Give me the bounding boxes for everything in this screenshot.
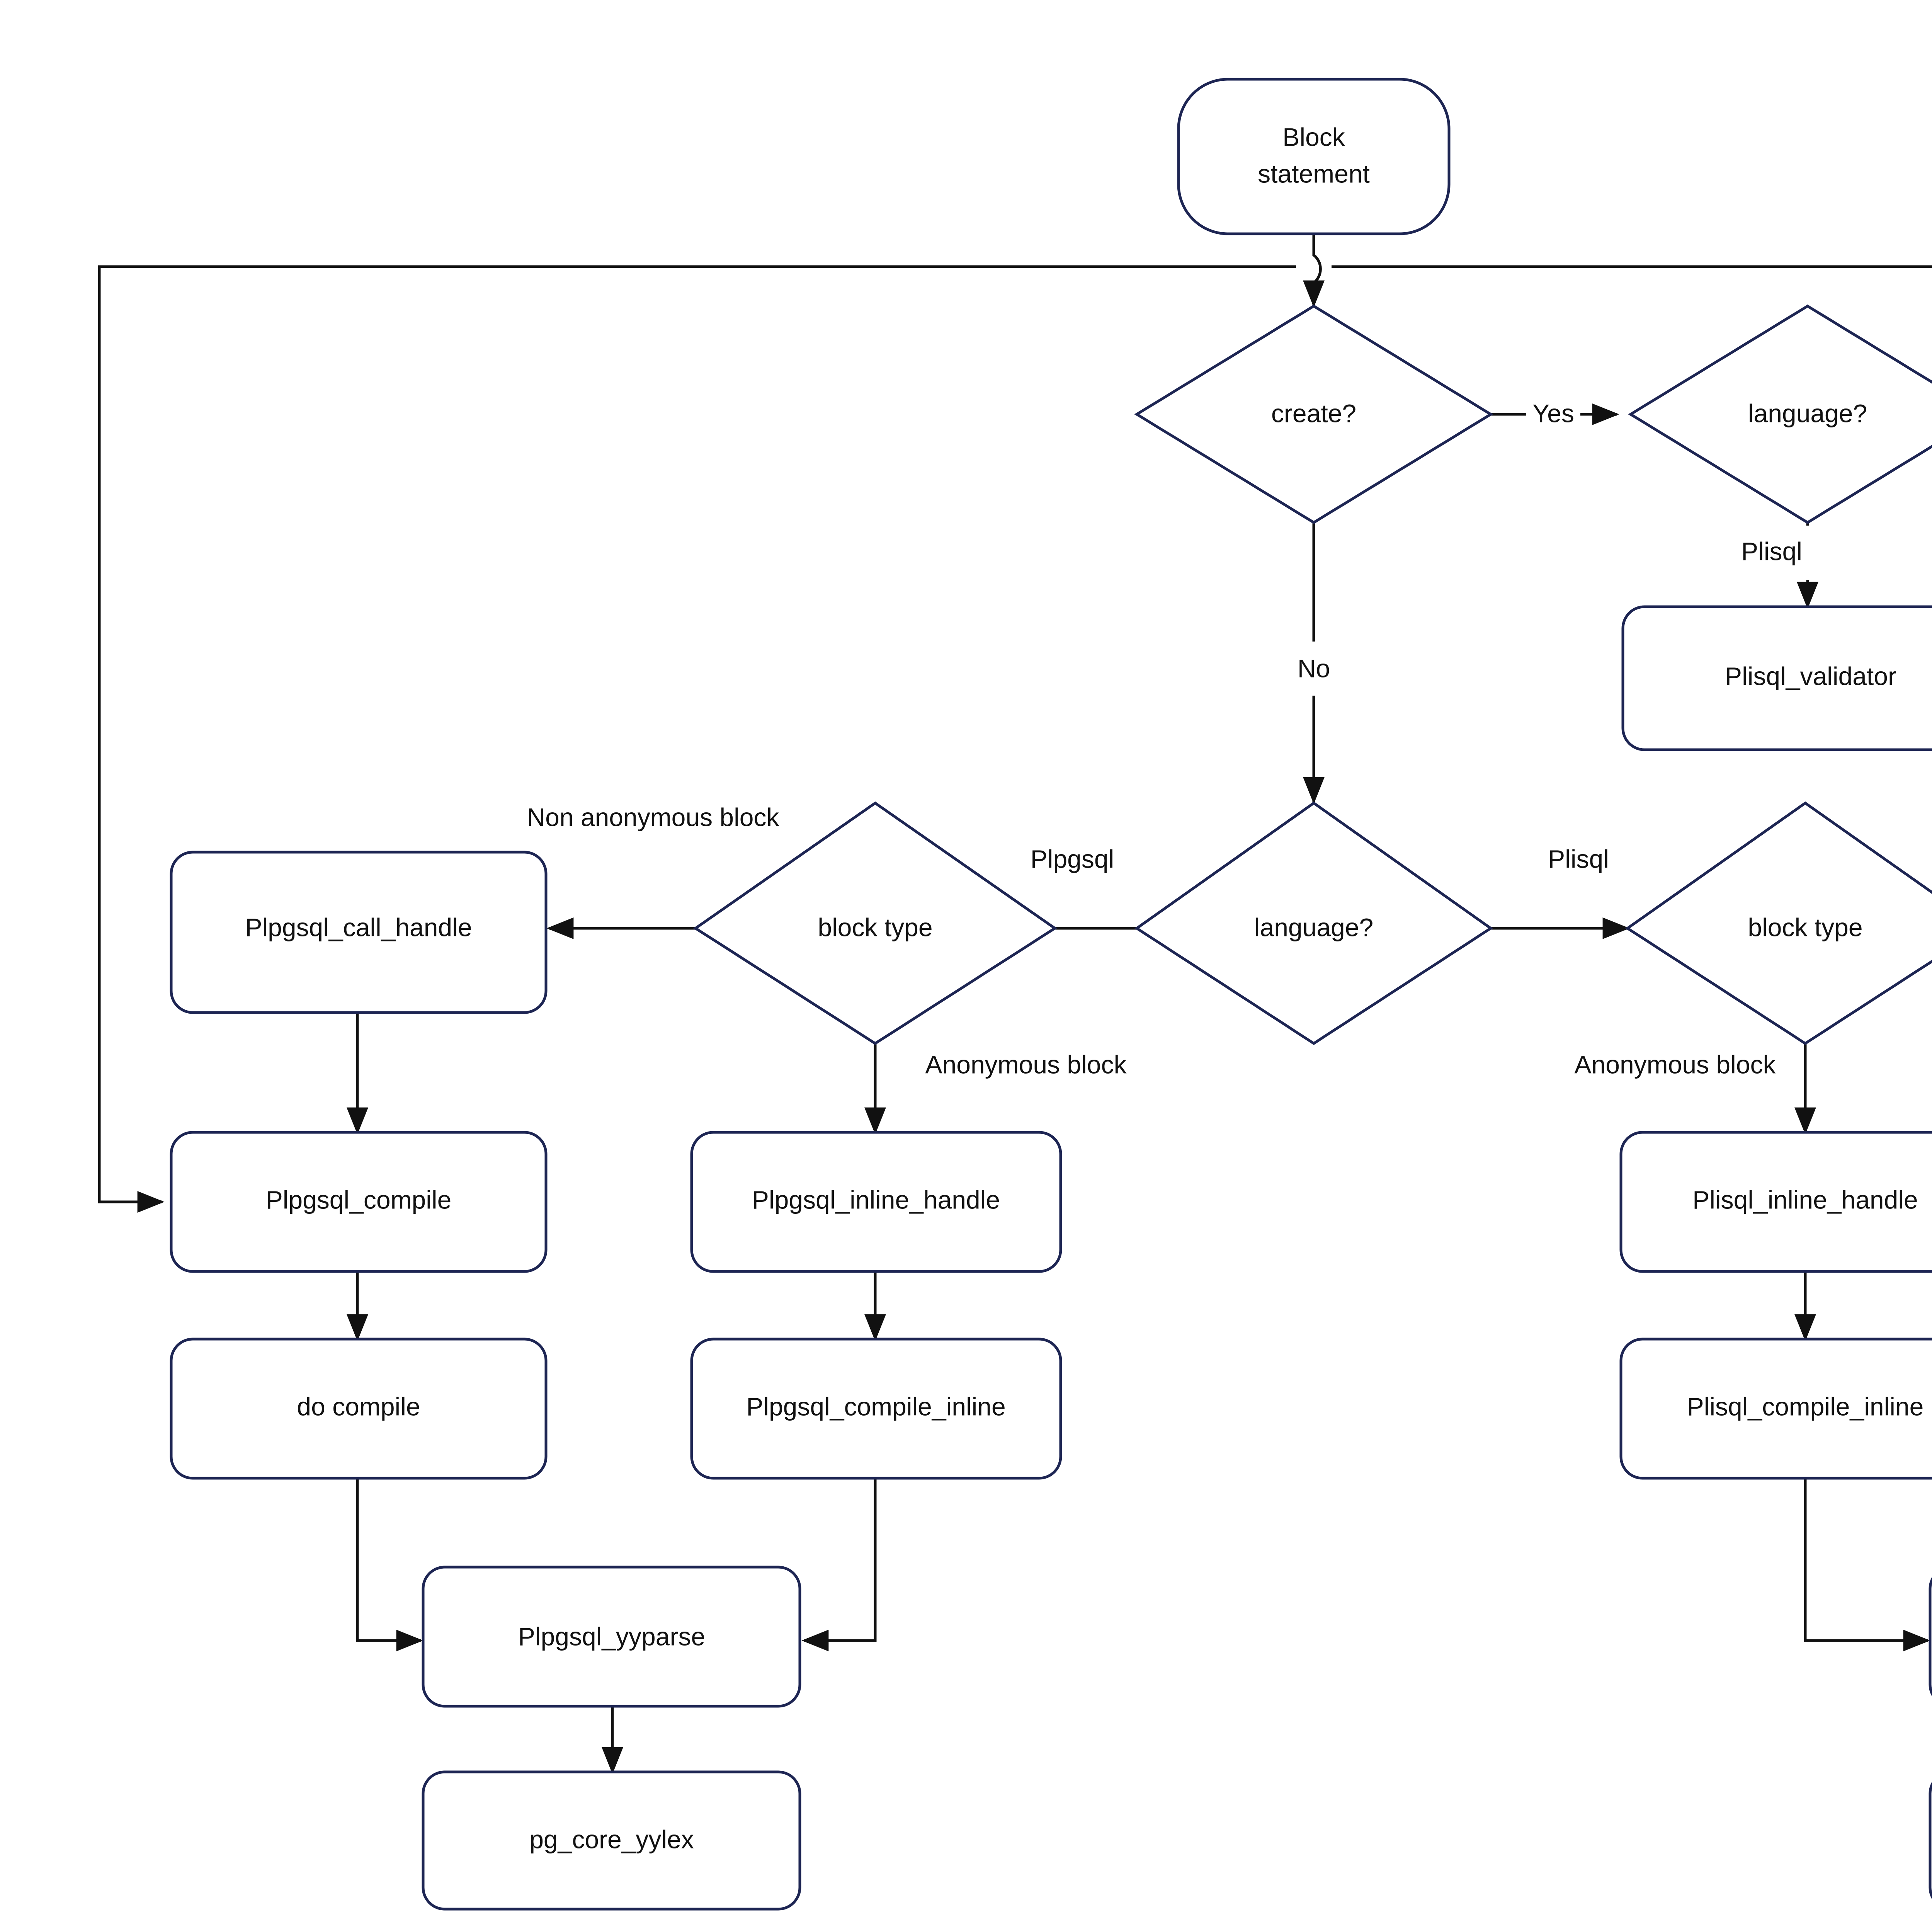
node-label-block-statement-line2: statement xyxy=(1258,159,1370,188)
edge-label-plisql-top: Plisql xyxy=(1741,537,1802,565)
node-block-type-left-decision[interactable]: block type xyxy=(693,801,1058,1045)
edge-label-plpgsql-main: Plpgsql xyxy=(1031,844,1114,873)
node-plisql-inline-handle[interactable]: Plisql_inline_handle xyxy=(1619,1131,1932,1273)
node-create-decision[interactable]: create? xyxy=(1134,304,1493,524)
edge-label-anonymous-right: Anonymous block xyxy=(1575,1050,1776,1079)
node-label-language-main: language? xyxy=(1254,913,1373,941)
node-label-plisql-validator: Plisql_validator xyxy=(1725,662,1896,690)
node-label-language-top: language? xyxy=(1748,399,1867,427)
node-label-create: create? xyxy=(1271,399,1356,427)
edge-label-no: No xyxy=(1298,654,1330,682)
node-label-plpgsql-yyparse: Plpgsql_yyparse xyxy=(518,1622,705,1651)
node-ora-core-yylex[interactable]: ora_core_yylex xyxy=(1929,1772,1932,1909)
node-language-top-decision[interactable]: language? xyxy=(1628,304,1932,524)
node-language-main-decision[interactable]: language? xyxy=(1134,801,1493,1045)
edge-docompile-left-to-yyparse xyxy=(356,1478,423,1651)
node-pg-core-yylex[interactable]: pg_core_yylex xyxy=(422,1770,801,1911)
node-label-do-compile-left: do compile xyxy=(297,1392,420,1421)
node-label-plisql-compile-inline: Plisql_compile_inline xyxy=(1687,1392,1924,1421)
node-label-plpgsql-call-handle: Plpgsql_call_handle xyxy=(245,913,472,941)
node-plpgsql-call-handle[interactable]: Plpgsql_call_handle xyxy=(170,851,548,1014)
node-plpgsql-inline-handle[interactable]: Plpgsql_inline_handle xyxy=(690,1131,1062,1273)
node-label-block-type-left: block type xyxy=(818,913,932,941)
node-label-plpgsql-inline-handle: Plpgsql_inline_handle xyxy=(752,1185,1000,1214)
node-plisql-compile-inline[interactable]: Plisql_compile_inline xyxy=(1619,1338,1932,1480)
edge-plisql-compileinline-to-yyparse xyxy=(1804,1478,1930,1651)
node-plpgsql-yyparse[interactable]: Plpgsql_yyparse xyxy=(422,1566,801,1708)
node-label-plisql-inline-handle: Plisql_inline_handle xyxy=(1692,1185,1918,1214)
node-label-plpgsql-compile: Plpgsql_compile xyxy=(266,1185,452,1214)
node-label-plpgsql-compile-inline: Plpgsql_compile_inline xyxy=(746,1392,1005,1421)
node-do-compile-left[interactable]: do compile xyxy=(170,1338,548,1480)
node-label-block-type-right: block type xyxy=(1748,913,1862,941)
edge-loop-top-bus-left xyxy=(98,265,1296,1213)
edge-block-to-create xyxy=(1303,234,1325,308)
node-block-type-right-decision[interactable]: block type xyxy=(1625,801,1932,1045)
node-block-statement[interactable]: Block statement xyxy=(1177,78,1451,235)
node-plisql-validator[interactable]: Plisql_validator xyxy=(1621,605,1932,751)
node-plpgsql-compile-inline[interactable]: Plpgsql_compile_inline xyxy=(690,1338,1062,1480)
edge-loop-top-bus-right xyxy=(1332,265,1932,268)
edge-label-plisql-main: Plisql xyxy=(1548,844,1609,873)
edge-label-non-anonymous-left: Non anonymous block xyxy=(527,803,779,831)
edge-label-yes: Yes xyxy=(1532,399,1574,427)
edge-label-anonymous-left: Anonymous block xyxy=(925,1050,1127,1079)
node-label-block-statement-line1: Block xyxy=(1282,123,1345,151)
node-label-pg-core-yylex: pg_core_yylex xyxy=(529,1825,694,1853)
node-plpgsql-compile[interactable]: Plpgsql_compile xyxy=(170,1131,548,1273)
node-plisql-yyparse[interactable]: Plisql_yyparse xyxy=(1929,1567,1932,1706)
edge-plpgsql-compileinline-to-yyparse xyxy=(801,1478,877,1651)
